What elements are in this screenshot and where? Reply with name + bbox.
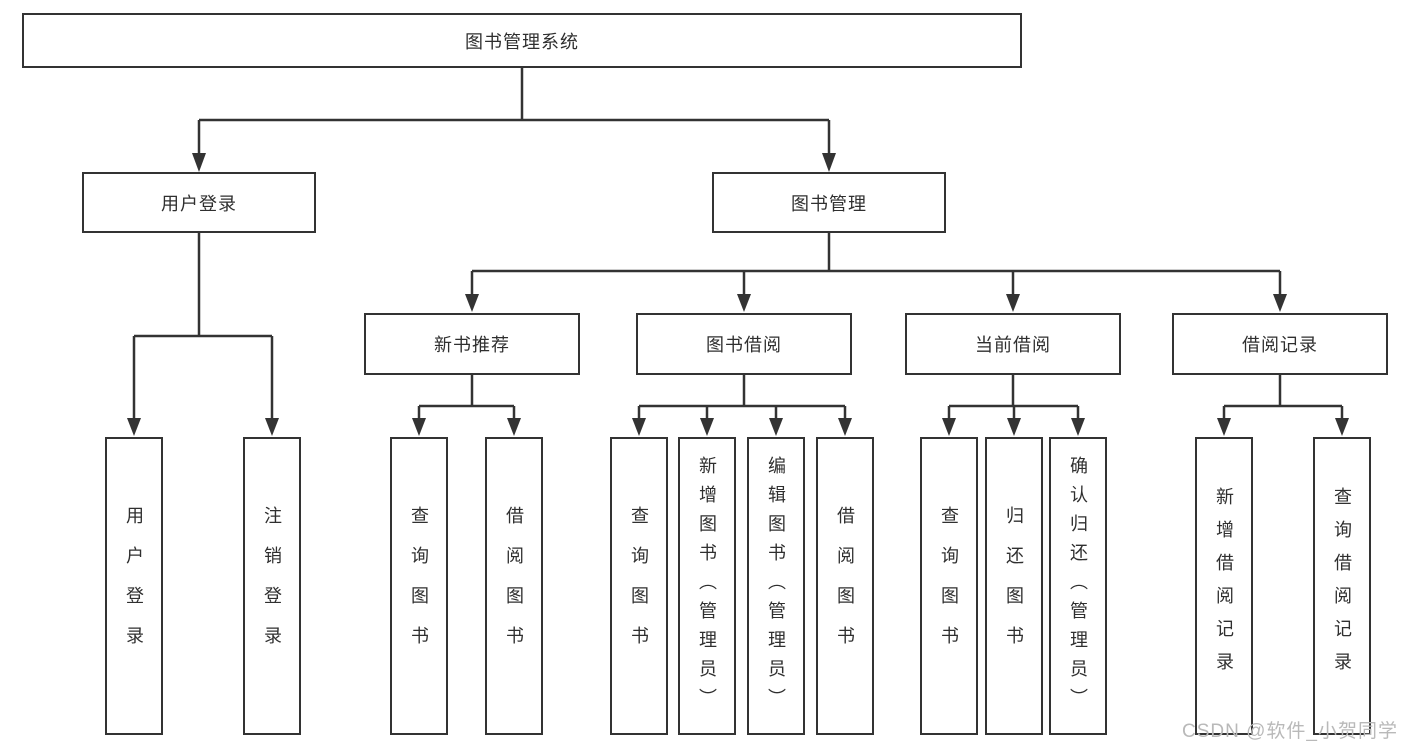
arrow-down-icon	[838, 418, 852, 436]
arrow-down-icon	[1006, 294, 1020, 312]
csdn-watermark: CSDN @软件_小贺同学	[1182, 721, 1398, 742]
arrow-down-icon	[1071, 418, 1085, 436]
arrow-down-icon	[769, 418, 783, 436]
arrow-down-icon	[507, 418, 521, 436]
connector-book-borrow-branch	[637, 375, 847, 419]
node-current-borrow: 当前借阅	[905, 313, 1121, 375]
connector-book-management-branch	[470, 233, 1282, 295]
leaf-borrow-books: 借阅图书	[816, 437, 874, 735]
leaf-confirm-return-admin: 确认归还（管理员）	[1049, 437, 1107, 735]
leaf-query-borrow-record: 查询借阅记录	[1313, 437, 1371, 735]
connector-new-book-branch	[417, 375, 516, 419]
arrow-down-icon	[1217, 418, 1231, 436]
leaf-user-login: 用户登录	[105, 437, 163, 735]
arrow-down-icon	[632, 418, 646, 436]
arrow-down-icon	[1335, 418, 1349, 436]
node-book-borrow: 图书借阅	[636, 313, 852, 375]
node-borrow-records: 借阅记录	[1172, 313, 1388, 375]
connector-root-to-level2	[197, 68, 831, 154]
leaf-query-books-recommend: 查询图书	[390, 437, 448, 735]
arrow-down-icon	[265, 418, 279, 436]
arrow-down-icon	[1007, 418, 1021, 436]
arrow-down-icon	[127, 418, 141, 436]
connector-borrow-records-branch	[1222, 375, 1344, 419]
node-user-login: 用户登录	[82, 172, 316, 233]
leaf-query-books-current: 查询图书	[920, 437, 978, 735]
arrow-down-icon	[942, 418, 956, 436]
connector-user-login-branch	[132, 233, 274, 419]
arrow-down-icon	[822, 153, 836, 172]
node-book-management: 图书管理	[712, 172, 946, 233]
connector-current-borrow-branch	[947, 375, 1080, 419]
leaf-query-books-borrow: 查询图书	[610, 437, 668, 735]
leaf-return-books: 归还图书	[985, 437, 1043, 735]
leaf-add-borrow-record: 新增借阅记录	[1195, 437, 1253, 735]
arrow-down-icon	[412, 418, 426, 436]
node-new-book-recommend: 新书推荐	[364, 313, 580, 375]
arrow-down-icon	[1273, 294, 1287, 312]
arrow-down-icon	[737, 294, 751, 312]
leaf-logout-login: 注销登录	[243, 437, 301, 735]
leaf-edit-books-admin: 编辑图书（管理员）	[747, 437, 805, 735]
arrow-down-icon	[192, 153, 206, 172]
leaf-add-books-admin: 新增图书（管理员）	[678, 437, 736, 735]
node-library-management-system: 图书管理系统	[22, 13, 1022, 68]
leaf-borrow-books-recommend: 借阅图书	[485, 437, 543, 735]
arrow-down-icon	[465, 294, 479, 312]
arrow-down-icon	[700, 418, 714, 436]
